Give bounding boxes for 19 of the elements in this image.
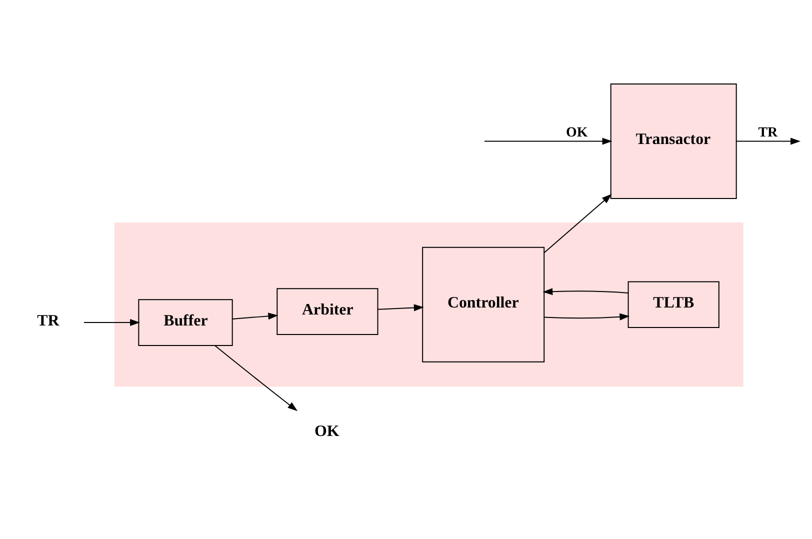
- cluster: [114, 222, 744, 386]
- arrow: [544, 194, 612, 253]
- arrow: [232, 312, 278, 320]
- arrow: [544, 312, 630, 320]
- node-box: Controller: [422, 246, 545, 362]
- arrow: [83, 318, 140, 326]
- node-box: Transactor: [610, 82, 737, 199]
- node-text: OK: [314, 422, 340, 440]
- arrow: [214, 344, 298, 411]
- node-box: TLTB: [628, 280, 720, 328]
- node-box: Arbiter: [276, 288, 378, 334]
- arrow: [484, 137, 612, 144]
- edge-label: OK: [566, 124, 588, 140]
- arrow: [736, 137, 800, 144]
- arrow: [542, 288, 629, 295]
- arrow: [378, 304, 424, 311]
- node-text: TR: [37, 312, 60, 329]
- edge-label: TR: [758, 124, 778, 140]
- node-box: Buffer: [138, 298, 233, 346]
